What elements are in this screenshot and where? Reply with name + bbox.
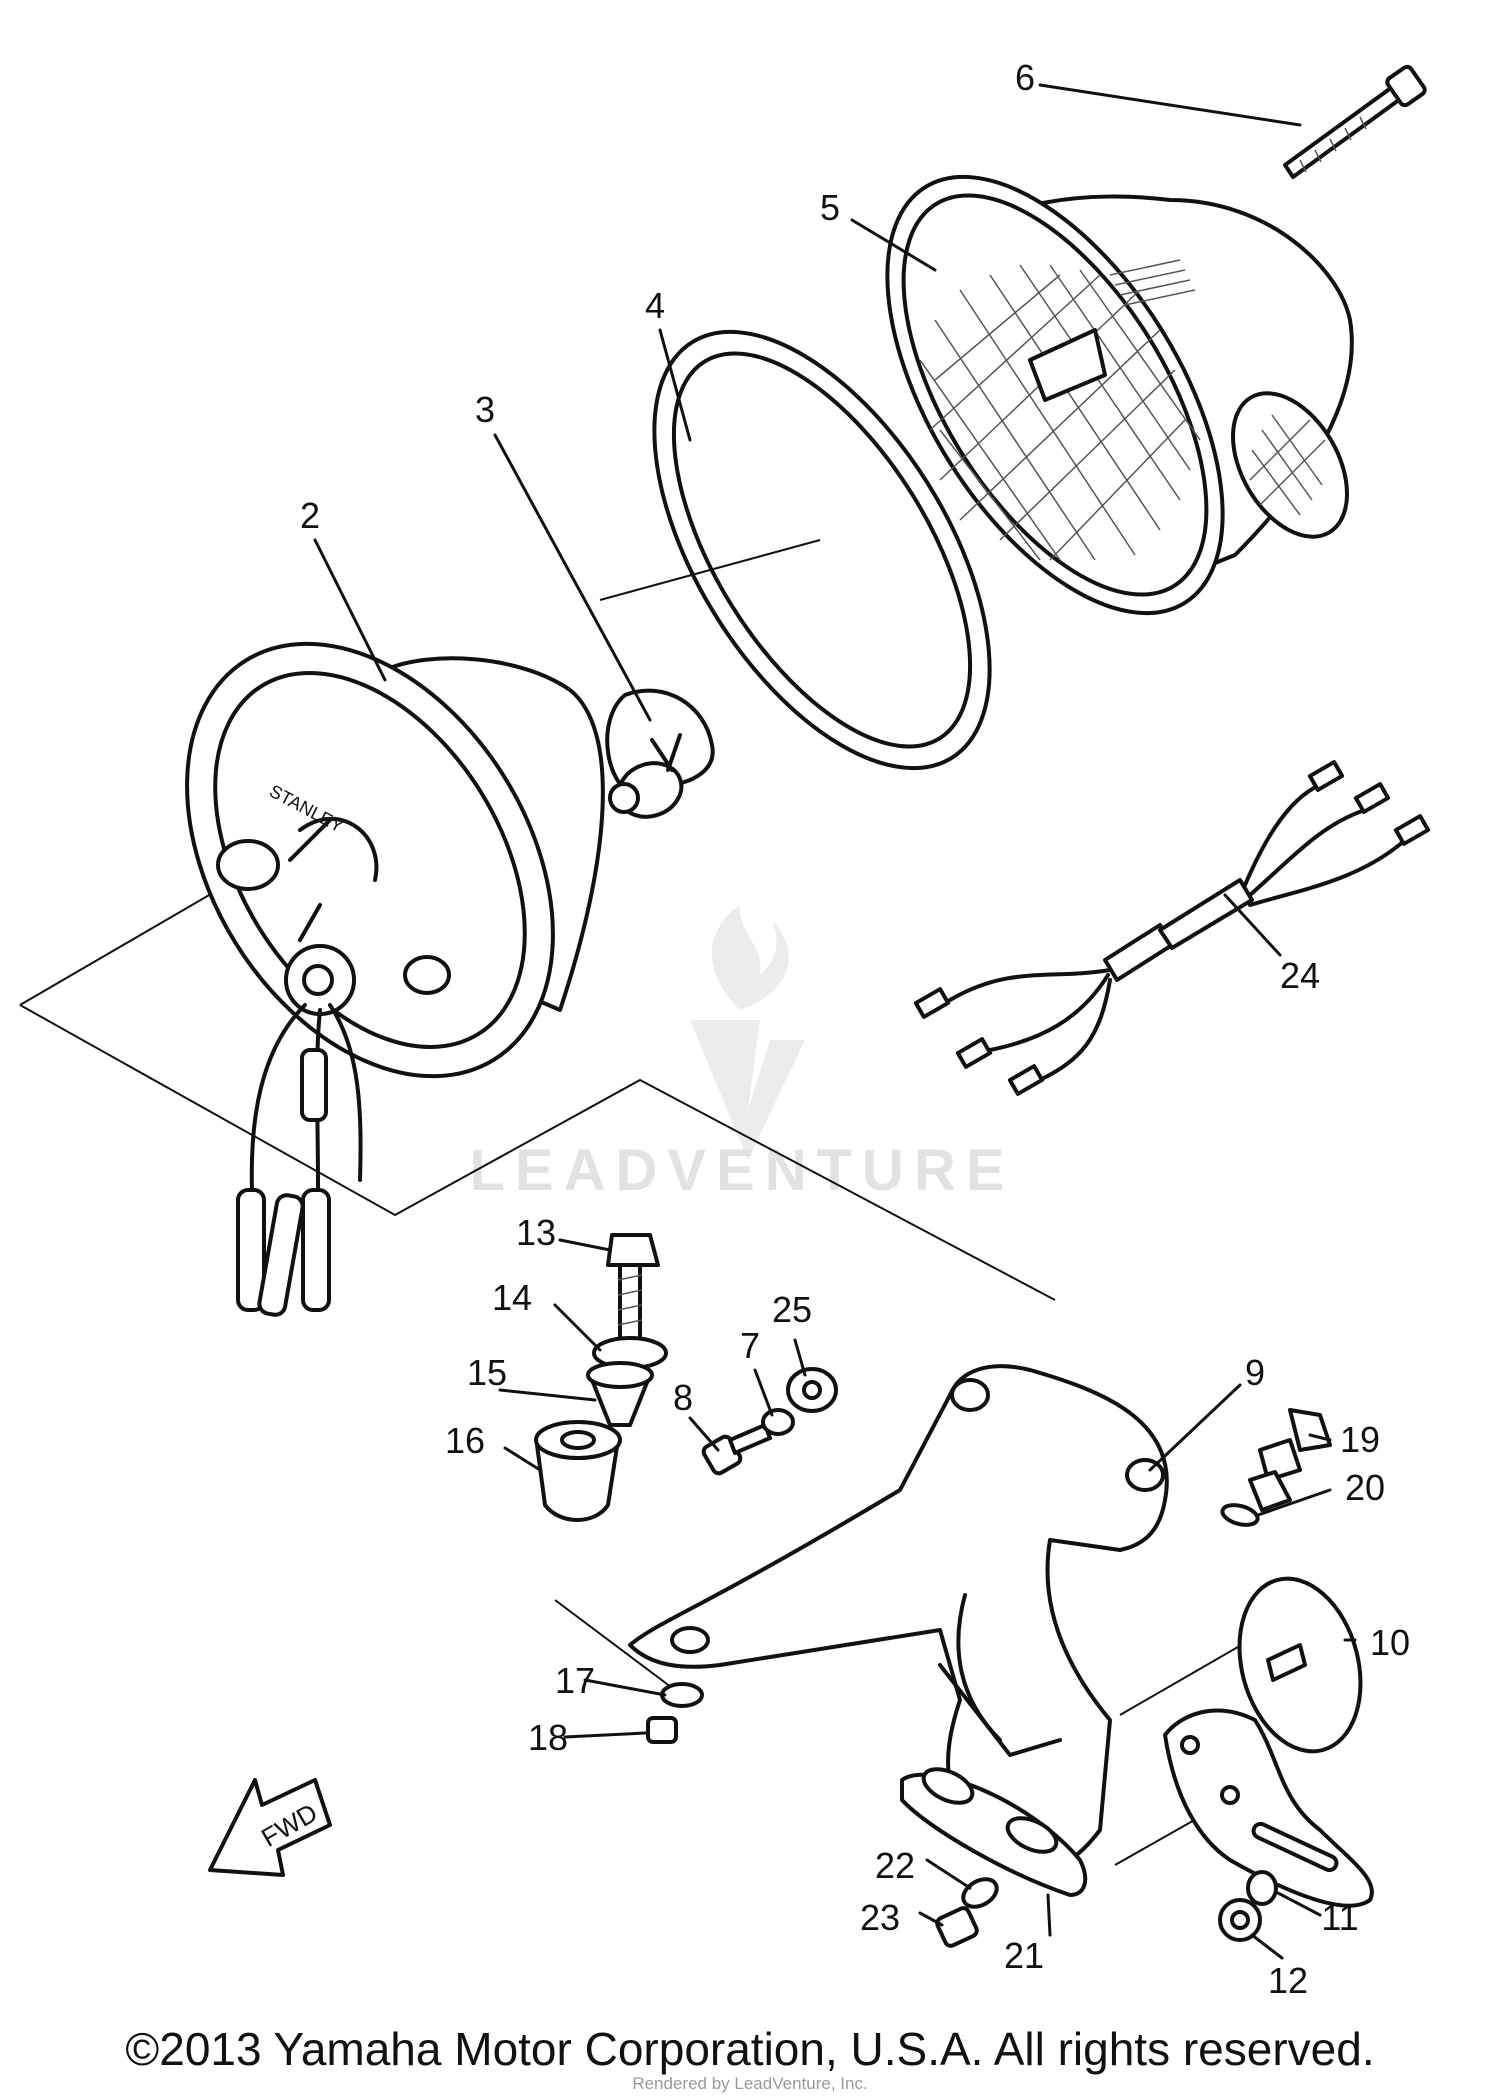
callout-9: 9 xyxy=(1245,1352,1265,1393)
part-3-bulb xyxy=(605,688,715,819)
callout-10: 10 xyxy=(1370,1622,1410,1663)
callout-8: 8 xyxy=(673,1377,693,1418)
callout-18: 18 xyxy=(528,1717,568,1758)
callout-7: 7 xyxy=(740,1325,760,1366)
part-18-nut xyxy=(646,1716,678,1744)
fwd-arrow-icon: FWD xyxy=(208,1778,332,1877)
part-21-rubber-pad xyxy=(900,1767,1088,1897)
callout-24: 24 xyxy=(1280,955,1320,996)
part-12-nut xyxy=(1218,1898,1262,1942)
callout-numbers: 2 3 4 5 6 7 8 9 10 11 12 13 14 15 16 17 … xyxy=(300,57,1410,2001)
callout-16: 16 xyxy=(445,1420,485,1461)
callout-2: 2 xyxy=(300,495,320,536)
watermark-v-icon xyxy=(690,1020,805,1160)
callout-20: 20 xyxy=(1345,1467,1385,1508)
callout-17: 17 xyxy=(555,1660,595,1701)
part-15-collar xyxy=(586,1361,654,1427)
callout-11: 11 xyxy=(1321,1897,1358,1938)
part-10-reflector xyxy=(1237,1576,1363,1754)
watermark-flame-icon xyxy=(711,905,789,1010)
license-plate-bracket xyxy=(1163,1708,1374,1908)
part-6-screw xyxy=(1283,64,1427,179)
part-25-collar xyxy=(786,1367,838,1413)
part-2-lamp-case: STANLEY xyxy=(185,641,605,1317)
callout-5: 5 xyxy=(820,187,840,228)
callout-13: 13 xyxy=(516,1212,556,1253)
watermark-text: LEADVENTURE xyxy=(469,1138,1014,1203)
callout-3: 3 xyxy=(475,389,495,430)
callout-12: 12 xyxy=(1268,1960,1308,2001)
part-17-washer xyxy=(660,1682,704,1708)
callout-21: 21 xyxy=(1004,1935,1044,1976)
part-4-gasket xyxy=(599,329,992,771)
rendered-by-notice: Rendered by LeadVenture, Inc. xyxy=(632,2074,868,2093)
callout-19: 19 xyxy=(1340,1419,1380,1460)
callout-25: 25 xyxy=(772,1289,812,1330)
part-24-wire-harness xyxy=(913,760,1431,1096)
assembly-outline xyxy=(19,879,1056,1301)
part-23-nut xyxy=(935,1906,979,1948)
callout-4: 4 xyxy=(645,285,665,326)
callout-14: 14 xyxy=(492,1277,532,1318)
part-11-washer xyxy=(1246,1870,1278,1906)
part-22-washer xyxy=(961,1877,999,1909)
part-20-washer xyxy=(1220,1503,1260,1527)
part-8-screw xyxy=(701,1423,772,1476)
callout-22: 22 xyxy=(875,1845,915,1886)
callout-6: 6 xyxy=(1015,57,1035,98)
part-7-washer xyxy=(761,1408,795,1436)
callout-leaders xyxy=(313,83,1357,1960)
part-16-damper xyxy=(534,1420,622,1522)
part-5-lens xyxy=(885,174,1354,616)
part-9-bracket xyxy=(628,1364,1169,1872)
leadventure-watermark: LEADVENTURE xyxy=(469,905,1014,1203)
part-19-bolt xyxy=(1248,1408,1332,1512)
part-13-bolt xyxy=(606,1233,660,1352)
callout-15: 15 xyxy=(467,1352,507,1393)
copyright-notice: ©2013 Yamaha Motor Corporation, U.S.A. A… xyxy=(125,2023,1375,2075)
callout-23: 23 xyxy=(860,1897,900,1938)
